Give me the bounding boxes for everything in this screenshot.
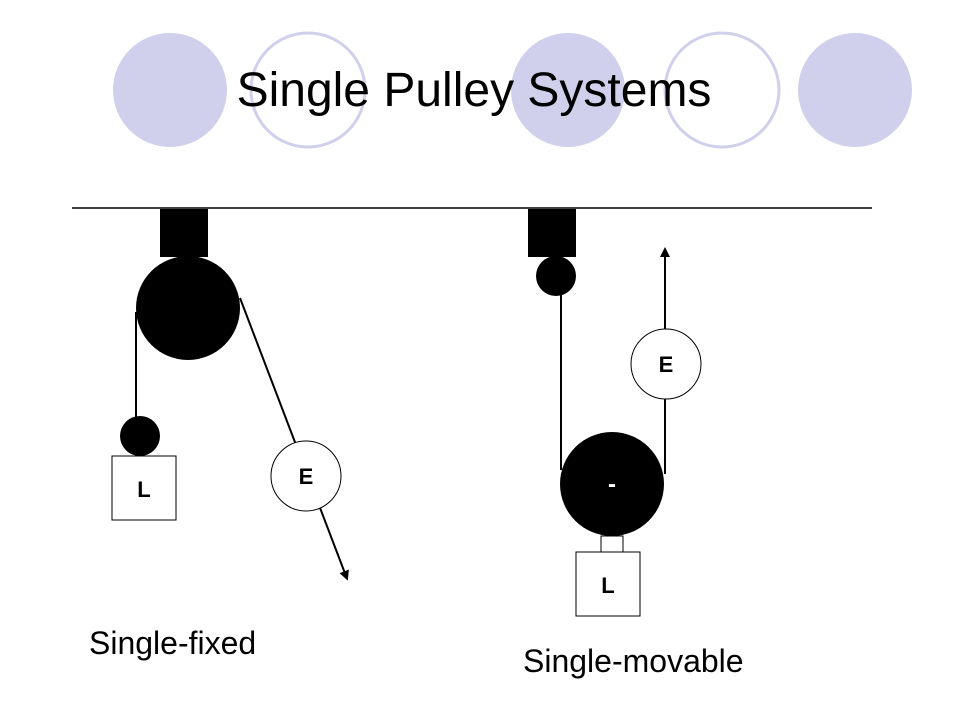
fixed-pulley-wheel <box>136 256 240 360</box>
fixed-mount-block <box>160 209 208 257</box>
header-decoration <box>113 31 912 149</box>
movable-effort-label: E <box>659 352 674 377</box>
movable-pulley-wheel <box>560 432 664 536</box>
movable-pulley-mark: - <box>608 471 616 498</box>
movable-load-box <box>575 551 641 617</box>
movable-mount-block <box>528 209 576 257</box>
decor-circle-ring-2 <box>663 31 781 149</box>
movable-effort-circle <box>630 328 702 400</box>
page-title: Single Pulley Systems <box>237 64 712 117</box>
fixed-load-label: L <box>137 477 150 502</box>
decor-circle-filled-3 <box>798 33 912 147</box>
movable-anchor-ball <box>536 256 576 296</box>
fixed-load-box <box>111 455 177 521</box>
movable-load-connector <box>600 535 624 554</box>
fixed-load-ball <box>120 416 160 456</box>
decor-circle-ring-1 <box>249 31 367 149</box>
decor-circle-filled-2 <box>511 33 625 147</box>
fixed-pulley-system: L E Single-fixed <box>89 209 349 661</box>
fixed-effort-label: E <box>299 464 314 489</box>
decor-circle-filled-1 <box>113 33 227 147</box>
fixed-caption: Single-fixed <box>89 625 256 661</box>
fixed-effort-circle <box>270 440 342 512</box>
movable-caption: Single-movable <box>523 643 744 679</box>
movable-load-label: L <box>601 573 614 598</box>
movable-pulley-system: - L E Single-movable <box>523 209 744 679</box>
fixed-rope-right <box>239 297 349 581</box>
